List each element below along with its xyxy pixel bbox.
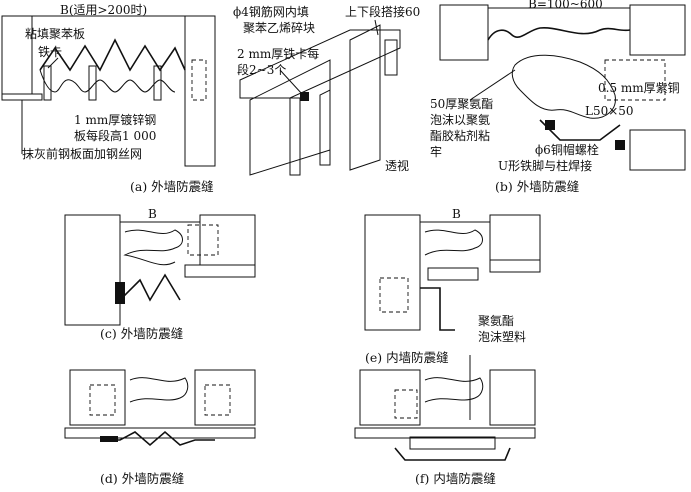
perspective-detail: ϕ4钢筋网内填 聚苯乙烯碎块 2 mm厚铁卡每 段2~3个 上下段搭接60 透视 (233, 4, 420, 176)
persp-clip (300, 92, 309, 101)
detail-a: B(适用>200时) 粘填聚苯板 铁卡 1 mm厚镀锌钢 板每段高1 000 抹… (1, 3, 216, 194)
persp-clip-label-line2: 段2~3个 (237, 62, 286, 77)
wall-right-a (184, 15, 216, 167)
column-outline-e (379, 277, 409, 313)
bolt-b1 (545, 120, 555, 130)
width-label-c: B (148, 207, 157, 221)
foam-label-b: 50厚聚氨酯 泡沫以聚氨 酯胶粘剂粘 牢 (430, 97, 493, 159)
foam-label-e: 聚氨酯 泡沫塑料 (478, 314, 526, 344)
rebar-label-line2: 聚苯乙烯碎块 (243, 20, 315, 35)
column-outline-c (187, 224, 219, 256)
filler-label-a: 粘填聚苯板 (25, 26, 85, 41)
persp-column-1 (289, 97, 301, 176)
filler-wave-e (424, 229, 483, 256)
mesh-label-a: 抹灰前钢板面加钢丝网 (22, 146, 142, 161)
copper-strip-b (487, 27, 631, 41)
detail-d: (d) 外墙防震缝 (64, 369, 256, 486)
foam-label-e-line1: 聚氨酯 (478, 314, 514, 328)
plaster-e (489, 259, 541, 273)
column-outline-f (394, 389, 418, 419)
foam-label-b-line4: 牢 (430, 144, 442, 159)
plate-c (119, 273, 181, 302)
plaster-c (184, 264, 256, 278)
caption-a: (a) 外墙防震缝 (130, 179, 214, 194)
bolt-b2 (615, 140, 625, 150)
plate-d (100, 430, 215, 447)
caption-c: (c) 外墙防震缝 (100, 326, 183, 341)
foam-blob-b (511, 54, 616, 119)
zigzag-filler-a (39, 38, 186, 72)
width-label-b: B=100~600 (528, 0, 603, 11)
plaster-f (354, 427, 536, 439)
wall-left-d (69, 369, 126, 426)
clip-3 (153, 65, 162, 101)
wall-right-e (489, 214, 541, 261)
clip-2 (88, 65, 97, 101)
rebar-label-line1: ϕ4钢筋网内填 (233, 4, 309, 19)
column-outline-d1 (89, 384, 116, 416)
detail-c: B (c) 外墙防震缝 (64, 207, 256, 341)
column-b (629, 129, 686, 171)
filler-wave-c (123, 229, 183, 266)
wall-left-c (64, 214, 121, 326)
width-label-a: B(适用>200时) (60, 3, 147, 17)
view-label: 透视 (385, 158, 409, 173)
cover-f (394, 447, 511, 461)
persp-clip-label: 2 mm厚铁卡每 段2~3个 (237, 46, 319, 77)
foot-label-b: U形铁脚与柱焊接 (498, 158, 592, 173)
detail-f: (f) 内墙防震缝 (354, 369, 536, 486)
width-label-e: B (452, 207, 461, 221)
caption-d: (d) 外墙防震缝 (100, 471, 184, 486)
persp-clip-leader (279, 69, 303, 95)
bolt-label-b: ϕ6铜帽螺栓 (535, 142, 599, 157)
bolt-c (115, 282, 125, 304)
caption-e: (e) 内墙防震缝 (365, 350, 449, 365)
wall-right-d (194, 369, 256, 426)
copper-label-b: 0.5 mm厚紫铜 (598, 80, 680, 95)
clip-1 (43, 65, 52, 101)
wall-right-b (629, 4, 686, 56)
foam-label-b-line3: 酯胶粘剂粘 (430, 128, 490, 143)
foam-label-b-line1: 50厚聚氨酯 (430, 97, 493, 111)
foam-label-b-line2: 泡沫以聚氨 (430, 113, 490, 127)
plate-label-a-line2: 板每段高1 000 (74, 128, 156, 143)
plaster-a (1, 93, 43, 101)
angle-label-b: L50×50 (585, 104, 634, 118)
column-outline-d2 (204, 384, 231, 416)
cover-d (100, 436, 118, 442)
wall-right-c (199, 214, 256, 266)
plate-label-a: 1 mm厚镀锌钢 板每段高1 000 (74, 113, 156, 143)
filler-wave-f (424, 377, 484, 403)
plaster-d (64, 427, 256, 439)
plate-label-a-line1: 1 mm厚镀锌钢 (74, 113, 156, 127)
caption-f: (f) 内墙防震缝 (415, 471, 496, 486)
foam-label-e-line2: 泡沫塑料 (478, 329, 526, 344)
rebar-label: ϕ4钢筋网内填 聚苯乙烯碎块 (233, 4, 315, 35)
detail-e: B 聚氨酯 泡沫塑料 (e) 内墙防震缝 (364, 207, 541, 420)
lap-leader (374, 19, 379, 36)
lap-label: 上下段搭接60 (345, 4, 420, 19)
foam-board-f (409, 436, 496, 450)
persp-top-plate (239, 29, 401, 99)
wall-left-f (359, 369, 421, 426)
clip-label-a: 铁卡 (38, 45, 62, 59)
wall-left-b (439, 4, 489, 61)
column-outline-a (191, 59, 207, 101)
persp-column-2 (319, 89, 331, 166)
foam-leader-b (469, 69, 516, 101)
foam-board-e (427, 267, 479, 281)
detail-b: B=100~600 50厚聚氨酯 泡沫以聚氨 酯胶粘剂粘 牢 0.5 mm厚紫铜… (430, 0, 686, 194)
persp-wall-face (349, 24, 381, 171)
column-outline-b (604, 59, 666, 101)
filler-wave-d (129, 377, 189, 403)
persp-clip-label-line1: 2 mm厚铁卡每 (237, 46, 319, 61)
angle-e (420, 287, 455, 331)
persp-upper-segment (384, 39, 398, 76)
caption-b: (b) 外墙防震缝 (495, 179, 579, 194)
wall-right-f (489, 369, 536, 426)
wavy-plate-a (39, 69, 176, 93)
wall-left-e (364, 214, 421, 331)
clip-leader-a (47, 57, 59, 69)
